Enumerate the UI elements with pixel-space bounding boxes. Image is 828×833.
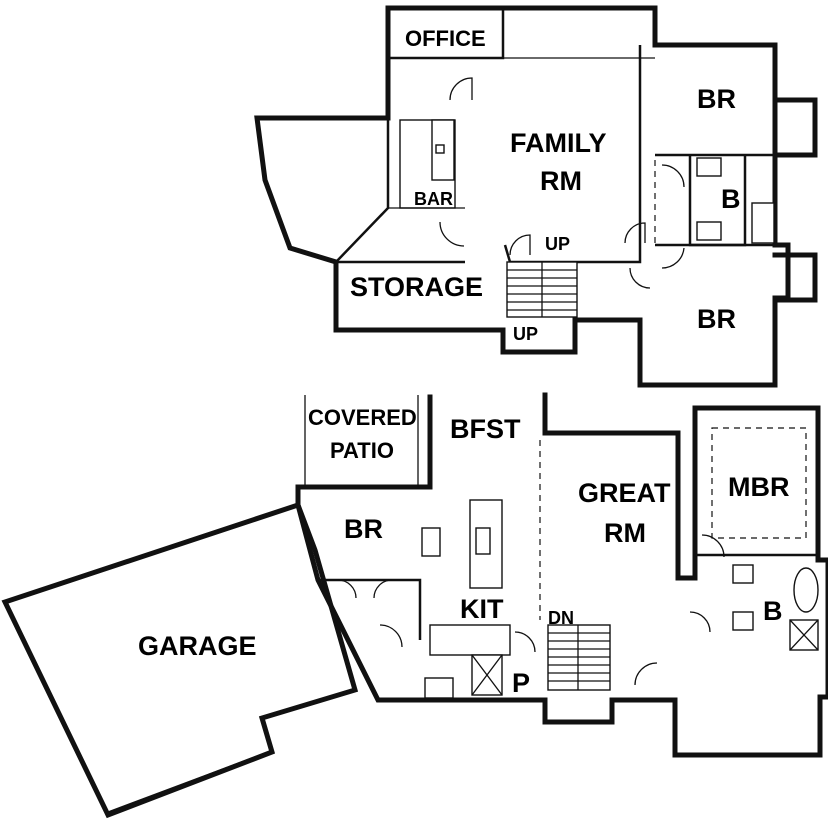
br-bottom-label: BR xyxy=(697,304,736,334)
mbr-label: MBR xyxy=(728,472,790,502)
br-door-swing xyxy=(661,164,685,188)
br-top-label: BR xyxy=(697,84,736,114)
lower-hall-door-swing xyxy=(629,267,651,289)
stair-up-top-label: UP xyxy=(545,234,570,254)
office-label: OFFICE xyxy=(405,26,486,51)
lower-floor-plan xyxy=(1,392,828,819)
storage-label: STORAGE xyxy=(350,272,483,302)
lower-main-wall xyxy=(295,392,828,758)
br-door-swing-right xyxy=(373,579,393,599)
great-rm-label-line2: RM xyxy=(604,518,646,548)
br-door-swing-left xyxy=(337,579,357,599)
bar-door-swing xyxy=(439,221,465,247)
laundry-washer xyxy=(424,677,454,699)
storage-partition xyxy=(335,118,390,263)
master-closet-door-swing xyxy=(689,611,711,633)
kitchen-counter xyxy=(429,624,511,656)
bfst-label: BFST xyxy=(450,414,521,444)
hall-door-swing xyxy=(624,222,646,244)
bar-sink-basin xyxy=(435,144,445,154)
garage-door xyxy=(107,751,269,813)
master-tub xyxy=(793,567,819,613)
br2-door-swing xyxy=(661,247,685,269)
bath-label: B xyxy=(721,184,741,214)
shower-x2 xyxy=(789,619,819,651)
mbr-door-swing xyxy=(701,534,725,558)
great-rm-label-line1: GREAT xyxy=(578,478,671,508)
pantry-x2 xyxy=(471,654,503,696)
covered-patio-label-line2: PATIO xyxy=(330,438,394,463)
pantry-label: P xyxy=(512,668,530,698)
stair-door-swing-lower xyxy=(514,631,536,653)
foyer-door-swing xyxy=(634,662,658,686)
stair-door-swing xyxy=(509,234,531,256)
bath-tub xyxy=(751,202,775,244)
br-label: BR xyxy=(344,514,383,544)
bay-window-bottom xyxy=(772,252,818,303)
range xyxy=(421,527,441,557)
stair-treads xyxy=(507,262,577,317)
family-rm-label-line2: RM xyxy=(540,166,582,196)
master-toilet-1 xyxy=(732,564,754,584)
lower-outer-wall xyxy=(295,394,433,490)
master-toilet-2 xyxy=(732,611,754,631)
master-bath-label: B xyxy=(763,596,783,626)
hall-door-swing xyxy=(379,624,403,648)
family-rm-label-line1: FAMILY xyxy=(510,128,607,158)
upper-outer-wall xyxy=(254,5,791,388)
bath-toilet-bottom xyxy=(696,221,722,241)
mbr-tray-ceiling xyxy=(711,427,807,539)
covered-patio-label-line1: COVERED xyxy=(308,405,417,430)
island-sink xyxy=(475,527,491,555)
office-door-swing xyxy=(449,77,473,101)
garage-label: GARAGE xyxy=(138,631,257,661)
dn-label: DN xyxy=(548,608,574,628)
stair-up-bottom-label: UP xyxy=(513,324,538,344)
bath-toilet-top xyxy=(696,157,722,177)
kit-label: KIT xyxy=(460,594,504,624)
bar-label: BAR xyxy=(414,189,453,209)
bay-window-top xyxy=(772,97,818,158)
br-wall xyxy=(318,578,422,640)
upper-floor-plan xyxy=(254,5,818,388)
main-stair-treads xyxy=(548,625,610,690)
